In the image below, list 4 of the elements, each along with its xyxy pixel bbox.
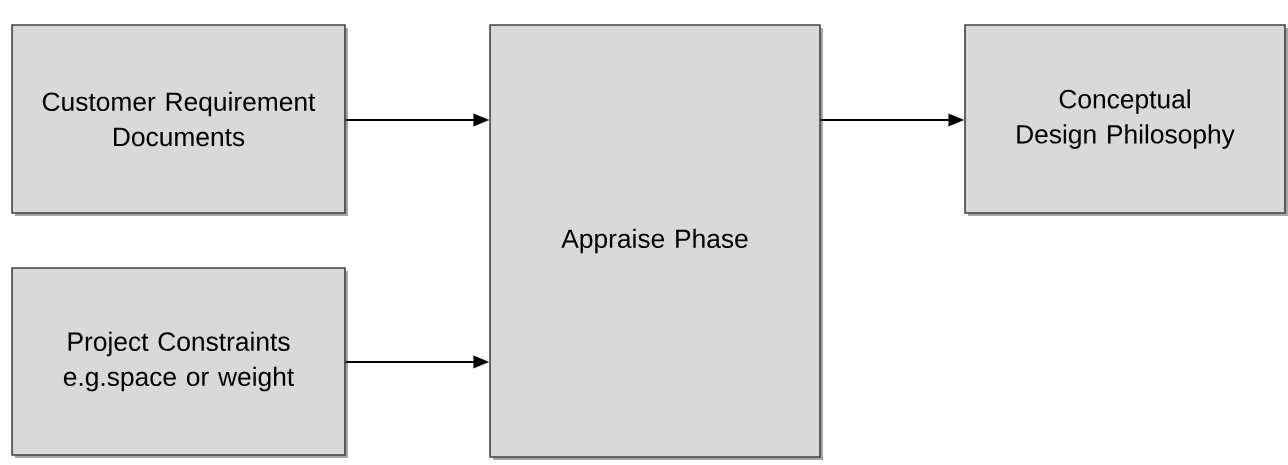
process-box: Customer Requirement Documents [11,24,346,214]
process-box: Appraise Phase [489,24,821,458]
process-box: Conceptual Design Philosophy [964,24,1286,214]
process-box: Project Constraints e.g.space or weight [11,267,346,456]
